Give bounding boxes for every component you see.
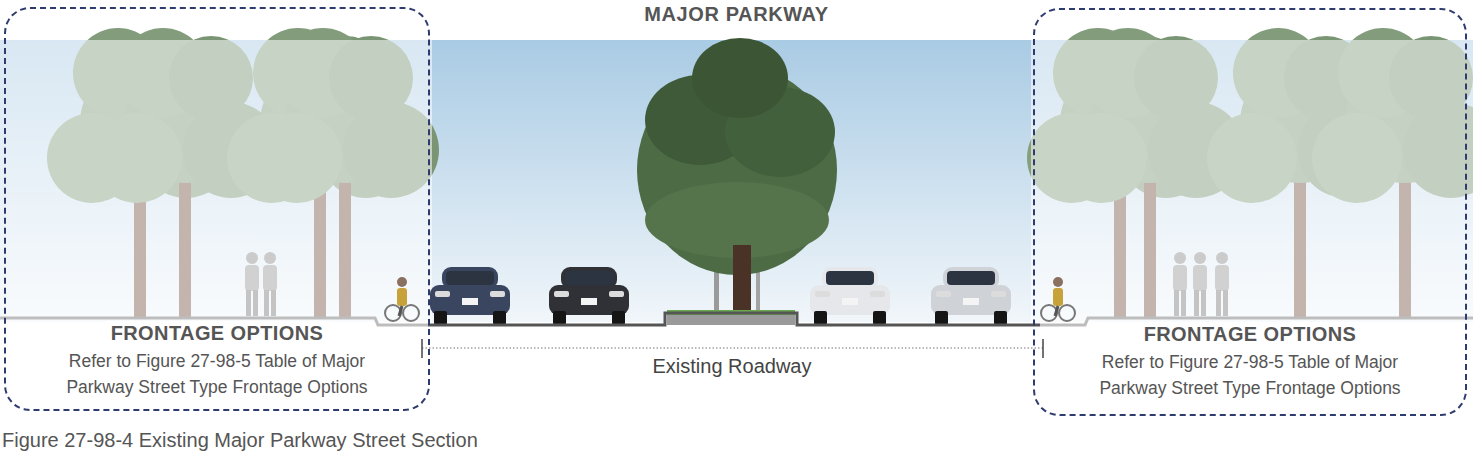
- frontage-zone: FRONTAGE OPTIONS Refer to Figure 27-98-5 …: [1033, 8, 1467, 416]
- figure-caption: Figure 27-98-4 Existing Major Parkway St…: [2, 429, 478, 452]
- zone-heading: FRONTAGE OPTIONS: [1138, 322, 1363, 346]
- frontage-zone: FRONTAGE OPTIONS Refer to Figure 27-98-5 …: [4, 7, 430, 411]
- dimension-label: Existing Roadway: [649, 355, 816, 377]
- zone-note: Refer to Figure 27-98-5 Table of Major P…: [36, 348, 398, 400]
- frontage-text-group: FRONTAGE OPTIONS Refer to Figure 27-98-5 …: [6, 321, 428, 400]
- dimension-label-holder: Existing Roadway: [532, 355, 932, 378]
- zone-heading: FRONTAGE OPTIONS: [105, 321, 330, 345]
- frontage-text-group: FRONTAGE OPTIONS Refer to Figure 27-98-5 …: [1035, 322, 1465, 401]
- zone-note: Refer to Figure 27-98-5 Table of Major P…: [1069, 349, 1431, 401]
